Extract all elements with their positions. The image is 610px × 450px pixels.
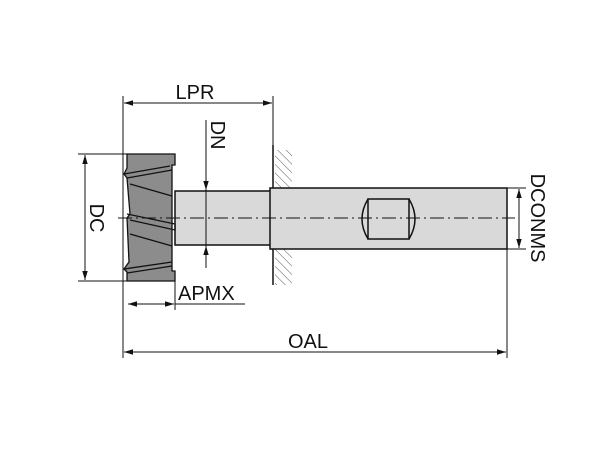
extension-lines — [78, 96, 526, 358]
dconms-label: DCONMS — [526, 174, 548, 263]
oal-label: OAL — [288, 331, 328, 353]
clamp-wall — [272, 145, 292, 285]
shank-flat — [361, 198, 416, 240]
lpr-label: LPR — [176, 82, 215, 104]
apmx-label: APMX — [178, 283, 235, 305]
dn-label: DN — [206, 121, 228, 150]
dc-label: DC — [85, 204, 107, 233]
